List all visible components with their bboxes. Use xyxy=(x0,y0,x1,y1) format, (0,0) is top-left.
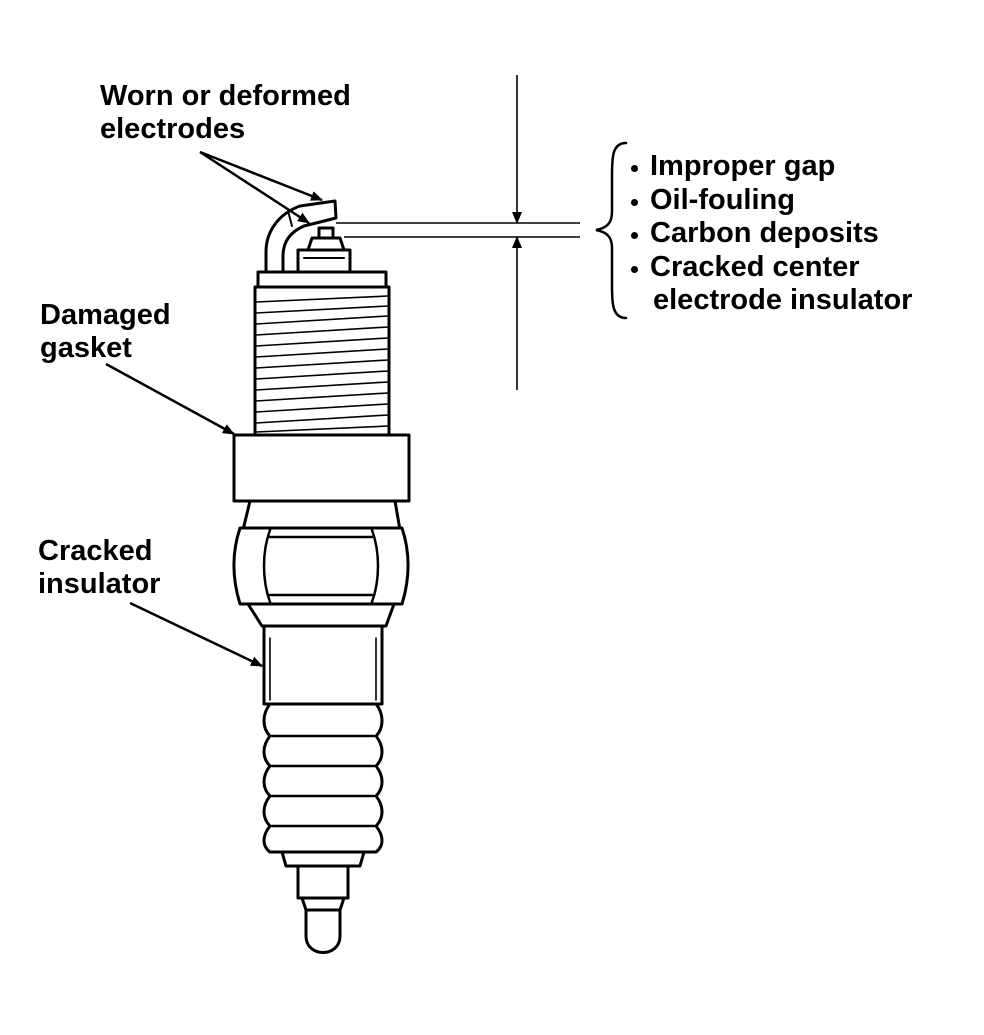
gap-cause-item: Carbon deposits xyxy=(628,217,912,251)
label-worn-electrodes-line1: Worn or deformed xyxy=(100,80,351,112)
label-damaged-gasket: Damaged gasket xyxy=(40,299,171,365)
label-cracked-insulator-line1: Cracked xyxy=(38,535,153,567)
lower-shell xyxy=(246,602,396,628)
gap-cause-item: Oil-fouling xyxy=(628,184,912,218)
label-damaged-gasket-line1: Damaged xyxy=(40,299,171,331)
ceramic-insulator xyxy=(262,624,384,706)
insulator-end xyxy=(280,850,366,868)
label-cracked-insulator-line2: insulator xyxy=(38,568,161,600)
gap-causes-list: Improper gap Oil-fouling Carbon deposits… xyxy=(628,150,912,318)
gap-cause-continuation: electrode insulator xyxy=(653,284,913,316)
gasket xyxy=(232,433,411,503)
label-worn-electrodes: Worn or deformed electrodes xyxy=(100,80,351,146)
label-worn-electrodes-line2: electrodes xyxy=(100,113,246,145)
gap-cause-item: Improper gap xyxy=(628,150,912,184)
label-cracked-insulator: Cracked insulator xyxy=(38,535,160,601)
insulator-ribs xyxy=(262,702,384,854)
shell-neck xyxy=(241,499,402,532)
gap-cause-item: Cracked center xyxy=(628,251,912,285)
label-damaged-gasket-line2: gasket xyxy=(40,332,132,364)
ground-electrode xyxy=(264,199,338,274)
gap-dimension xyxy=(336,75,628,390)
center-electrode xyxy=(296,226,352,274)
threaded-body xyxy=(253,285,391,437)
terminal-stud xyxy=(296,864,350,954)
leader-lines xyxy=(105,150,323,668)
hex-nut xyxy=(232,526,410,606)
